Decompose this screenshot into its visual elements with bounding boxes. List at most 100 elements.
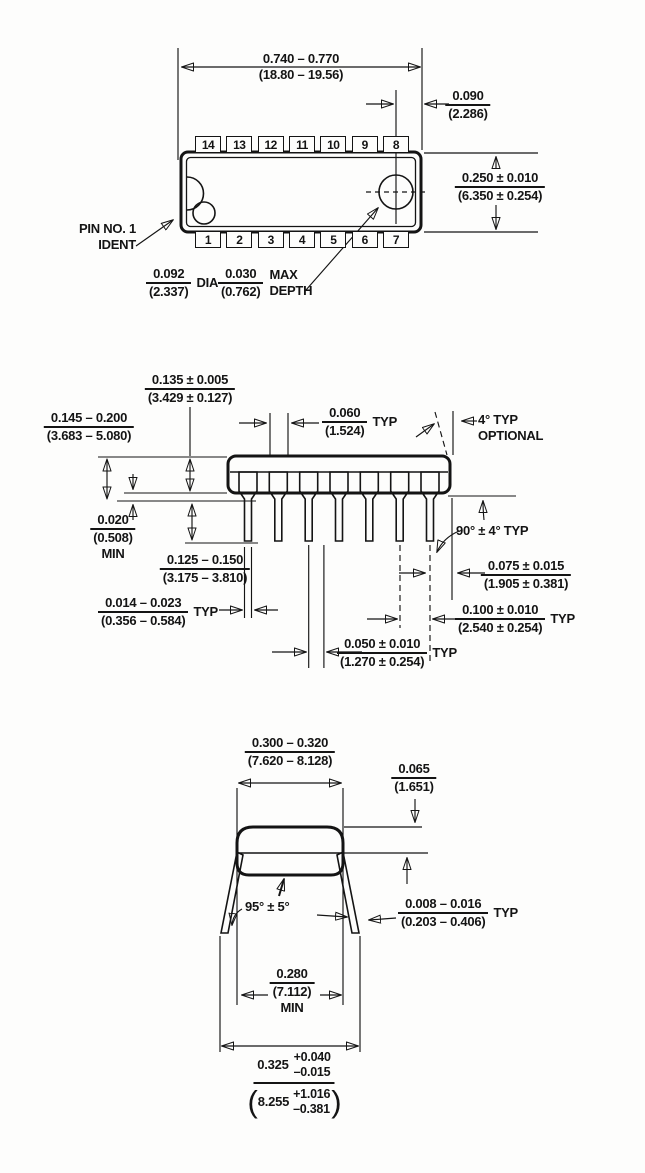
dim-tolerance-plus: +0.040 — [293, 1050, 331, 1064]
paren-close: ) — [331, 1084, 341, 1119]
pin-label: 2 — [236, 232, 243, 247]
dim-value-in: 0.135 ± 0.005 — [144, 372, 236, 390]
arrow — [415, 424, 434, 438]
pin-label: 9 — [361, 137, 369, 152]
pin-2: 2 — [226, 231, 253, 248]
dim-value-in: 0.065 — [391, 761, 437, 779]
dim-value-in: 0.125 – 0.150 — [159, 552, 251, 570]
dim-value-mm: (7.112) — [272, 984, 312, 999]
leader-95deg — [232, 908, 243, 925]
dim-value-mm: (0.762) — [221, 284, 261, 299]
dim-value-in: 0.092 — [146, 266, 192, 284]
lead — [238, 471, 258, 542]
dim-value-mm: (18.80 – 19.56) — [258, 67, 344, 82]
dim-value-in: 0.325 — [257, 1057, 289, 1072]
dim-standoff: 0.020(0.508) MIN — [90, 512, 136, 562]
dim-value-mm: (1.651) — [394, 779, 434, 794]
dim-value-in: 0.100 ± 0.010 — [455, 602, 546, 620]
pin1-leader — [135, 220, 173, 247]
dim-value-in: 0.060 — [322, 405, 368, 423]
dim-value-in: 0.280 — [269, 966, 315, 984]
dim-value-mm: (3.429 ± 0.127) — [147, 390, 233, 405]
tilt-line — [434, 411, 448, 456]
dim-value-in: 0.030 — [218, 266, 264, 284]
dim-lead-thickness: 0.008 – 0.016(0.203 – 0.406) TYP — [398, 896, 518, 930]
dim-value: 90° ± 4° TYP — [456, 523, 529, 538]
label-line: 4° TYP — [478, 412, 518, 427]
pin-9: 9 — [351, 136, 378, 153]
dim-value-mm: (3.683 – 5.080) — [46, 428, 132, 443]
leader-90deg — [483, 501, 484, 521]
dim-tolerance-minus: –0.381 — [293, 1101, 330, 1116]
pin-3: 3 — [257, 231, 284, 248]
dim-splay-angle: 95° ± 5° — [245, 899, 290, 915]
dim-body-length: 0.740 – 0.770(18.80 – 19.56) — [256, 51, 346, 83]
dim-value-in: 0.014 – 0.023 — [98, 595, 189, 613]
dim-value-in: 0.090 — [445, 88, 491, 106]
dim-value: 95° ± 5° — [245, 899, 290, 914]
dim-dimple-depth: 0.030(0.762) MAX DEPTH — [218, 266, 313, 300]
dim-body-width: 0.250 ± 0.010(6.350 ± 0.254) — [454, 170, 546, 204]
pin-label: 12 — [264, 137, 278, 152]
lead — [329, 471, 349, 542]
dim-lead-angle: 90° ± 4° TYP — [456, 523, 529, 539]
dim-value-in: 0.740 – 0.770 — [262, 51, 340, 66]
pin-1: 1 — [195, 231, 221, 248]
pin-label: 6 — [361, 232, 369, 247]
leader-95deg — [279, 879, 284, 897]
dim-value-in: 0.250 ± 0.010 — [454, 170, 546, 188]
pin-label: 11 — [296, 137, 308, 152]
pin-13: 13 — [226, 136, 253, 153]
pin-label: 14 — [201, 137, 215, 152]
side-view-body — [226, 454, 452, 495]
dim-suffix: TYP — [493, 905, 518, 920]
leader-90deg — [437, 530, 460, 552]
pin-label: 5 — [330, 232, 337, 247]
dim-value-in: 0.008 – 0.016 — [398, 896, 489, 914]
dim-value-mm: (2.337) — [149, 284, 189, 299]
pin-7: 7 — [383, 231, 409, 248]
dim-suffix: MIN — [280, 1000, 304, 1015]
pin-12: 12 — [257, 136, 284, 153]
dim-edge-to-lead: 0.075 ± 0.015(1.905 ± 0.381) — [480, 558, 572, 592]
dim-row-span: 0.325 +0.040 –0.015 ( 8.255 +1.016 –0.38… — [247, 1050, 341, 1119]
pin-label: 1 — [204, 232, 212, 247]
dim-end-tilt: 4° TYP OPTIONAL — [478, 412, 543, 444]
lead-right — [336, 850, 360, 934]
dim-min-span: 0.280(7.112) MIN — [269, 966, 315, 1016]
dim-suffix: TYP — [550, 611, 575, 626]
dim-pin8-offset: 0.090(2.286) — [445, 88, 491, 122]
dim-lead-length: 0.125 – 0.150(3.175 – 3.810) — [159, 552, 251, 586]
dim-end-body-width: 0.300 – 0.320(7.620 – 8.128) — [244, 735, 336, 769]
dim-value-mm: (3.175 – 3.810) — [162, 570, 248, 585]
pin-10: 10 — [320, 136, 347, 153]
dim-body-thickness: 0.135 ± 0.005(3.429 ± 0.127) — [144, 372, 236, 406]
pin1-end-notch — [186, 176, 205, 211]
pin-label: 10 — [327, 137, 340, 152]
pin1-ident-dot — [192, 201, 216, 225]
arrow — [369, 918, 397, 920]
dim-lead-width: 0.014 – 0.023(0.356 – 0.584) TYP — [98, 595, 218, 629]
dim-value-mm: (1.524) — [325, 423, 365, 438]
dim-shoulder-height: 0.065(1.651) — [391, 761, 437, 795]
dim-suffix: MIN — [101, 546, 125, 561]
pin-label: 13 — [233, 137, 246, 152]
dim-lead-pitch: 0.100 ± 0.010(2.540 ± 0.254) TYP — [455, 602, 575, 636]
dim-value-in: 0.050 ± 0.010 — [337, 636, 428, 654]
dim-suffix: MAX — [269, 267, 298, 282]
dim-shoulder-width: 0.060(1.524) TYP — [322, 405, 397, 439]
dim-value-in: 0.145 – 0.200 — [43, 410, 135, 428]
lead — [298, 471, 319, 542]
pin-4: 4 — [289, 231, 315, 248]
pin-11: 11 — [289, 136, 315, 153]
dim-suffix: DEPTH — [269, 283, 313, 298]
label-line: IDENT — [98, 237, 136, 252]
pin1-ident-label: PIN NO. 1 IDENT — [72, 221, 136, 253]
pin-label: 3 — [267, 232, 275, 247]
lead-left — [220, 850, 244, 934]
dim-value-in: 0.300 – 0.320 — [244, 735, 336, 753]
dim-overall-height: 0.145 – 0.200(3.683 – 5.080) — [43, 410, 135, 444]
dim-suffix: TYP — [372, 414, 397, 429]
dim-value-mm: (6.350 ± 0.254) — [457, 188, 543, 203]
